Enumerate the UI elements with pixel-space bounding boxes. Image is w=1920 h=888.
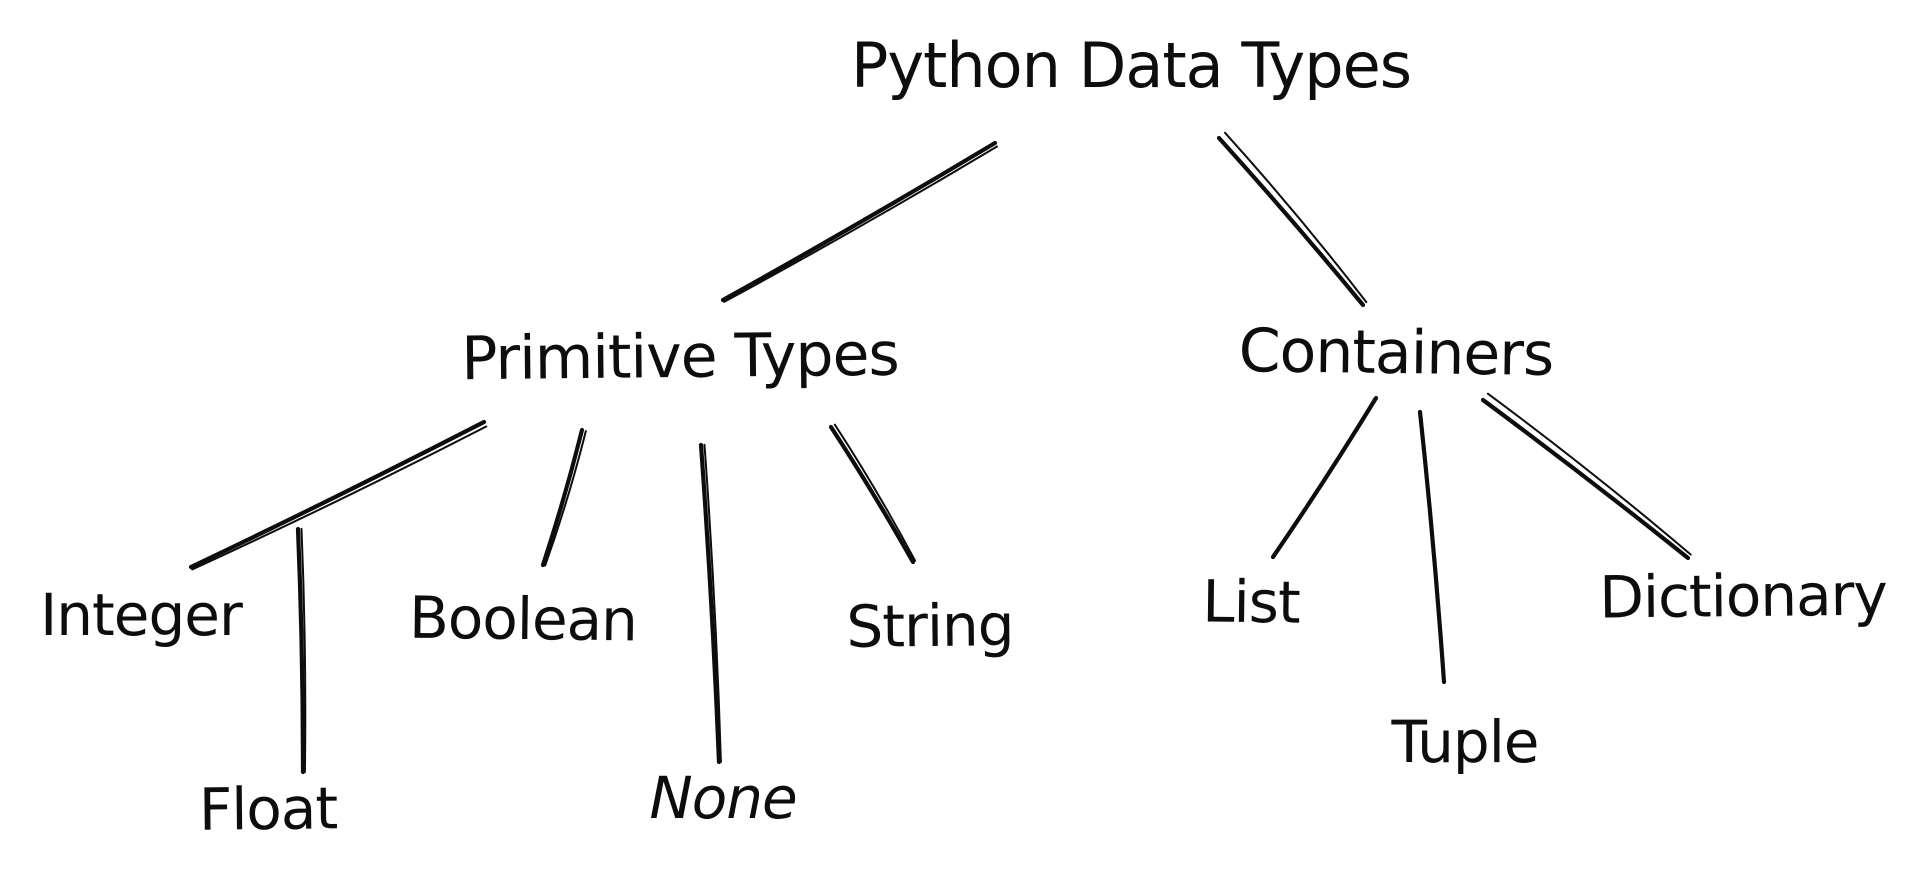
node-integer: Integer — [40, 581, 243, 649]
node-tuple: Tuple — [1391, 708, 1540, 776]
edge-containers-list — [1270, 395, 1379, 560]
node-list: List — [1201, 567, 1301, 637]
edge-primitive-boolean — [540, 427, 587, 568]
edge-containers-dictionary — [1480, 392, 1692, 561]
edge-primitive-float — [295, 526, 307, 775]
edge-containers-tuple — [1417, 409, 1447, 685]
edge-root-containers — [1216, 131, 1368, 308]
node-float: Float — [198, 774, 338, 844]
node-none: None — [649, 764, 797, 832]
node-containers: Containers — [1238, 316, 1554, 390]
edge-root-primitive — [720, 140, 998, 303]
node-root: Python Data Types — [850, 29, 1412, 102]
edge-primitive-none — [698, 442, 722, 765]
node-primitive: Primitive Types — [460, 319, 900, 395]
edge-primitive-integer — [188, 419, 488, 571]
edge-primitive-string — [828, 423, 917, 565]
node-string: String — [846, 591, 1014, 661]
node-boolean: Boolean — [408, 583, 638, 655]
node-dictionary: Dictionary — [1598, 560, 1888, 632]
